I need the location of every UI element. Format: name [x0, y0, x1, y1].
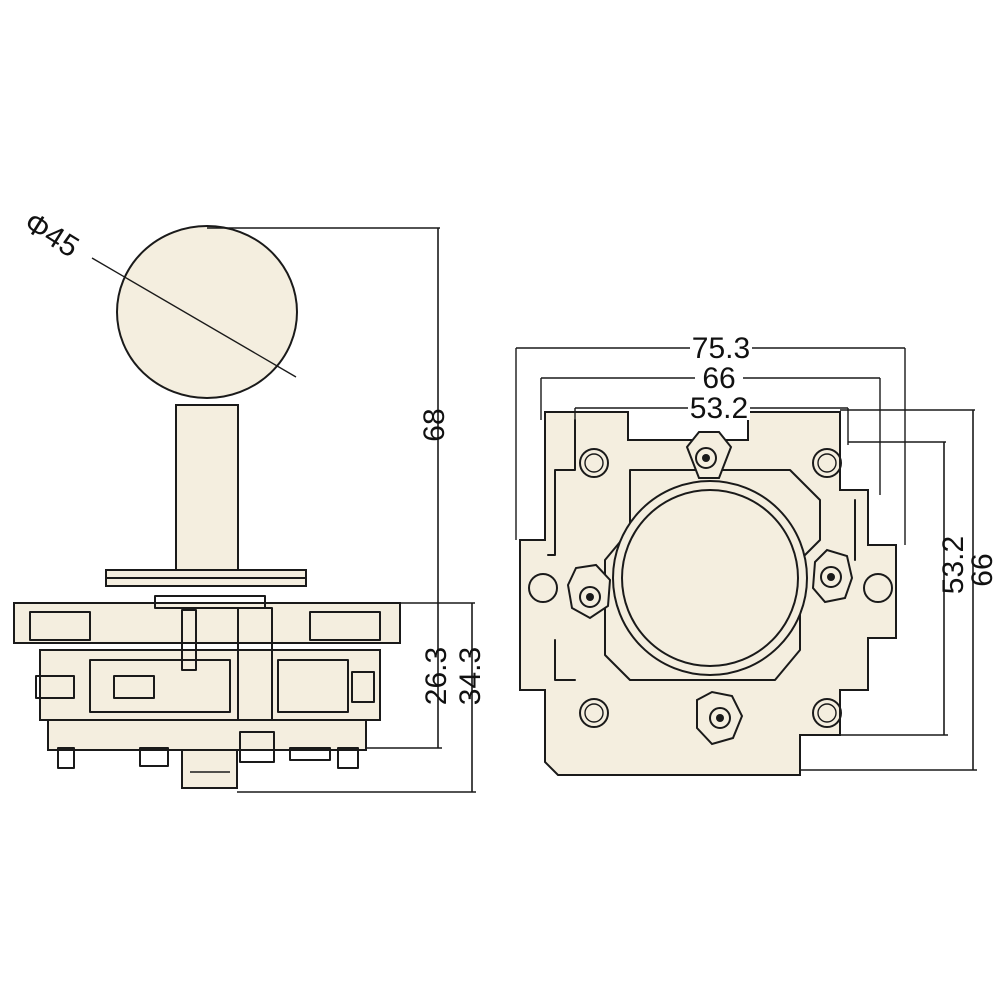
bottom-nut	[181, 749, 238, 789]
terminal-mid	[113, 675, 155, 699]
mount-hole-bl-inner	[584, 703, 604, 723]
top-view	[515, 347, 977, 776]
foot-3	[289, 747, 331, 761]
foot-2	[139, 747, 169, 767]
mount-hole-br-inner	[817, 703, 837, 723]
mount-hole-tr-inner	[817, 453, 837, 473]
microswitch-right	[277, 659, 349, 713]
diameter-leader	[91, 257, 297, 378]
stem-cap	[239, 731, 275, 763]
label-ball-diameter: Φ45	[18, 206, 84, 264]
dust-washer	[105, 569, 307, 579]
label-height-inner: 53.2	[937, 536, 970, 594]
center-frame	[604, 469, 821, 681]
terminal-left	[35, 675, 75, 699]
mount-hole-right	[863, 573, 893, 603]
label-width-inner: 53.2	[690, 392, 748, 425]
label-bg-75	[690, 334, 752, 360]
foot-1	[57, 747, 75, 769]
base-plate	[47, 719, 367, 751]
label-dim-b: 34.3	[454, 647, 487, 705]
microswitch-left	[89, 659, 231, 713]
plate-tab-right	[309, 611, 381, 641]
label-width-mid: 66	[702, 362, 735, 395]
hex-nut-left	[566, 563, 612, 620]
mount-hole-tl	[579, 448, 609, 478]
hex-nut-bottom	[696, 690, 744, 746]
side-view	[13, 225, 476, 793]
terminal-right	[351, 671, 375, 703]
actuator-ring-outer	[612, 480, 808, 676]
plate-tab-left	[29, 611, 91, 641]
dust-washer-2	[105, 577, 307, 587]
mount-hole-tl-inner	[584, 453, 604, 473]
label-overall-height: 68	[418, 408, 451, 441]
ball-top	[116, 225, 298, 399]
label-height-outer: 66	[966, 553, 999, 586]
label-dim-a: 26.3	[420, 647, 453, 705]
mount-hole-left	[528, 573, 558, 603]
label-bg-66	[695, 364, 743, 390]
plate-inner-step	[547, 419, 856, 681]
pivot-post	[181, 609, 197, 671]
label-bg-53	[688, 394, 750, 420]
shaft	[175, 404, 239, 571]
shaft-collar	[154, 595, 266, 609]
foot-4	[337, 747, 359, 769]
mount-hole-br	[812, 698, 842, 728]
hex-nut-right	[811, 548, 854, 604]
actuator-ring-inner	[621, 489, 799, 667]
top-plate	[13, 602, 401, 644]
label-width-outer: 75.3	[692, 332, 750, 365]
mount-hole-tr	[812, 448, 842, 478]
hex-nut-top	[685, 431, 733, 479]
mount-hole-bl	[579, 698, 609, 728]
